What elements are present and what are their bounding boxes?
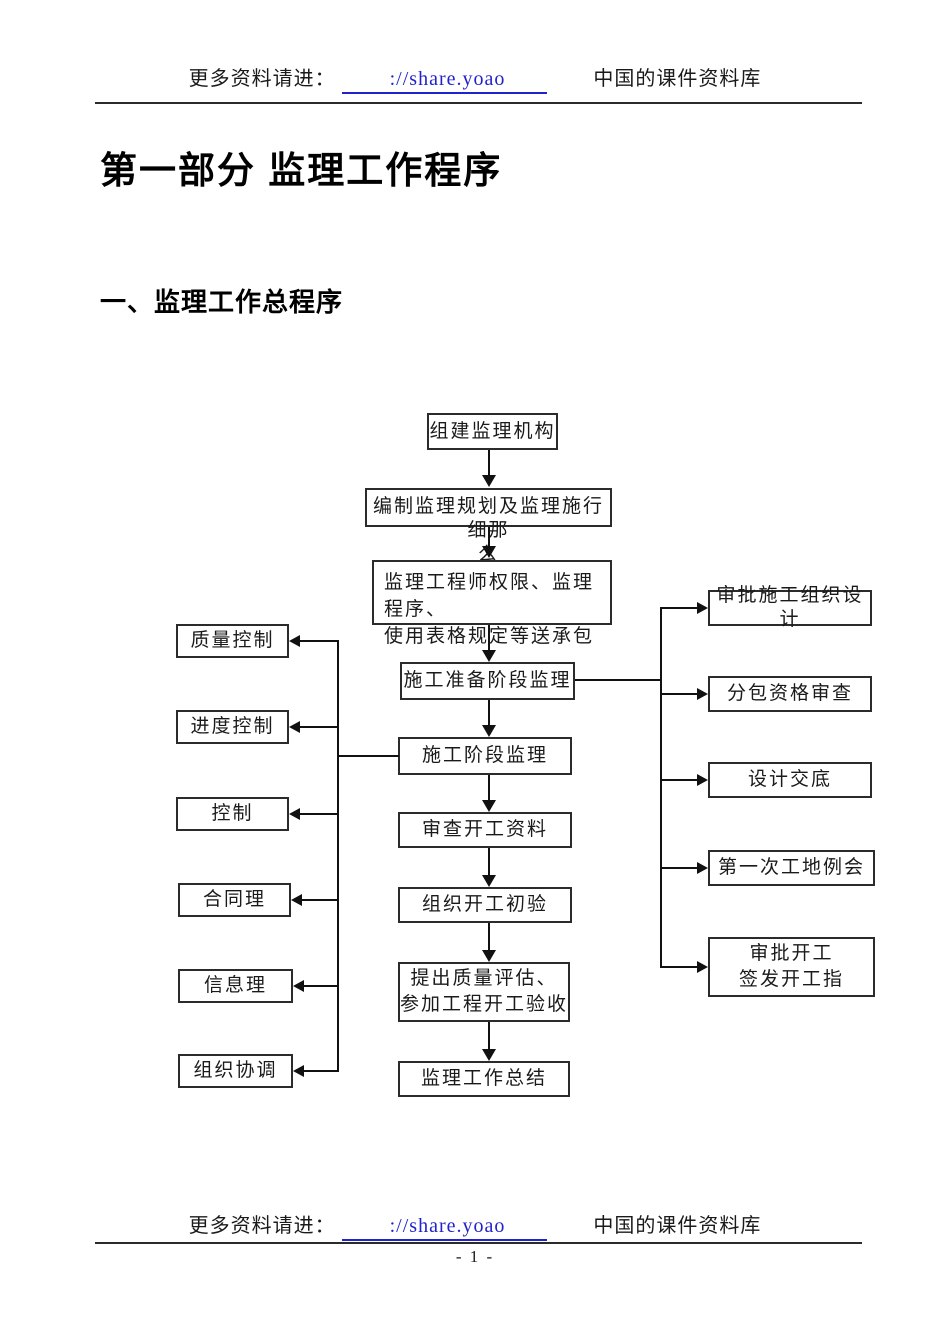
page-header: 更多资料请进： ://share.yoao 中国的课件资料库 <box>0 62 950 94</box>
arrow-down-stem <box>488 775 490 802</box>
arrow-down-stem <box>488 923 490 952</box>
arrow-right-stem <box>660 779 699 781</box>
arrow-down-stem <box>488 450 490 477</box>
flow-box-approve-start-issue-order: 审批开工 签发开工指 <box>708 937 875 997</box>
arrow-left-stem <box>298 726 338 728</box>
header-prefix-text: 更多资料请进： <box>188 68 336 90</box>
arrow-down-stem <box>488 527 490 548</box>
flow-box-label: 质量控制 <box>190 630 275 651</box>
flow-box-control: 控制 <box>176 797 289 831</box>
flow-box-first-site-meeting: 第一次工地例会 <box>708 850 875 886</box>
page-title: 第一部分 监理工作程序 <box>100 150 503 191</box>
arrow-down-icon <box>482 546 496 558</box>
arrow-down-icon <box>482 650 496 662</box>
section-heading: 一、监理工作总程序 <box>100 287 344 317</box>
arrow-left-stem <box>298 640 338 642</box>
flow-box-label: 提出质量评估、 参加工程开工验收 <box>400 968 569 1015</box>
left-branch-rail <box>337 640 339 1072</box>
arrow-right-icon <box>697 961 708 973</box>
arrow-left-icon <box>293 980 304 992</box>
flow-box-label: 审批开工 签发开工指 <box>738 943 844 990</box>
arrow-down-stem <box>488 1022 490 1051</box>
flow-box-label: 审批施工组织设计 <box>716 585 864 630</box>
arrow-left-icon <box>289 808 300 820</box>
footer-prefix-text: 更多资料请进： <box>188 1215 336 1237</box>
arrow-down-stem <box>488 625 490 652</box>
left-rail-connector <box>337 755 399 757</box>
flow-box-label: 分包资格审查 <box>726 683 853 704</box>
flow-box-contract-management: 合同理 <box>178 883 291 917</box>
flow-box-label: 组织协调 <box>193 1060 278 1081</box>
arrow-down-icon <box>482 950 496 962</box>
flow-box-subcontract-qualification-review: 分包资格审查 <box>708 676 872 712</box>
flow-box-label: 设计交底 <box>747 769 832 790</box>
arrow-left-icon <box>293 1065 304 1077</box>
flow-box-organization-coordination: 组织协调 <box>178 1054 293 1088</box>
arrow-down-stem <box>488 848 490 877</box>
flow-box-review-start-documents: 审查开工资料 <box>398 812 572 848</box>
page-number: - 1 - <box>455 1247 495 1266</box>
page-footer: 更多资料请进： ://share.yoao 中国的课件资料库 <box>0 1209 950 1241</box>
flow-box-information-management: 信息理 <box>178 969 293 1003</box>
right-rail-connector <box>575 679 661 681</box>
flow-box-label: 监理工作总结 <box>420 1068 547 1089</box>
flow-box-label: 进度控制 <box>190 716 275 737</box>
flow-box-preparation-stage-supervision: 施工准备阶段监理 <box>400 662 575 700</box>
header-rule <box>95 102 862 104</box>
arrow-down-icon <box>482 800 496 812</box>
flow-box-label: 组织开工初验 <box>421 894 548 915</box>
arrow-right-icon <box>697 688 708 700</box>
arrow-right-icon <box>697 774 708 786</box>
arrow-left-icon <box>289 635 300 647</box>
arrow-down-icon <box>482 725 496 737</box>
arrow-right-icon <box>697 602 708 614</box>
arrow-right-stem <box>660 966 699 968</box>
footer-share-link[interactable]: ://share.yoao <box>341 1215 548 1241</box>
flow-box-label: 施工阶段监理 <box>421 745 548 766</box>
flow-box-design-disclosure: 设计交底 <box>708 762 872 798</box>
arrow-down-stem <box>488 700 490 727</box>
flow-box-label: 施工准备阶段监理 <box>403 670 572 691</box>
flow-box-progress-control: 进度控制 <box>176 710 289 744</box>
flow-box-label: 控制 <box>211 803 254 824</box>
flow-box-establish-supervision-org: 组建监理机构 <box>427 413 558 450</box>
flow-box-construction-stage-supervision: 施工阶段监理 <box>398 737 572 775</box>
flow-box-prepare-plan-and-rules: 编制监理规划及监理施行细那 么 <box>365 488 612 565</box>
flow-box-organize-initial-inspection: 组织开工初验 <box>398 887 572 923</box>
flow-box-supervision-work-summary: 监理工作总结 <box>398 1061 570 1097</box>
arrow-left-stem <box>298 813 338 815</box>
arrow-down-icon <box>482 875 496 887</box>
flow-box-quality-evaluation-acceptance: 提出质量评估、 参加工程开工验收 <box>398 962 570 1022</box>
flow-box-approve-construction-org-design: 审批施工组织设计 <box>708 585 872 630</box>
arrow-right-icon <box>697 862 708 874</box>
flow-box-label: 审查开工资料 <box>421 819 548 840</box>
arrow-right-stem <box>660 607 699 609</box>
arrow-left-icon <box>289 721 300 733</box>
footer-suffix-text: 中国的课件资料库 <box>593 1215 762 1237</box>
flow-box-label: 监理工程师权限、监理程序、 使用表格规定等送承包 <box>384 572 595 647</box>
arrow-right-stem <box>660 693 699 695</box>
arrow-down-icon <box>482 1049 496 1061</box>
arrow-left-stem <box>300 899 338 901</box>
arrow-left-icon <box>291 894 302 906</box>
header-share-link[interactable]: ://share.yoao <box>341 68 548 94</box>
right-branch-rail <box>660 607 662 968</box>
flow-box-label: 合同理 <box>202 889 266 910</box>
header-suffix-text: 中国的课件资料库 <box>593 68 762 90</box>
flow-box-label: 组建监理机构 <box>429 420 556 442</box>
footer-rule <box>95 1242 862 1244</box>
arrow-left-stem <box>302 1070 338 1072</box>
flow-box-engineer-authority-procedures: 监理工程师权限、监理程序、 使用表格规定等送承包 <box>372 560 612 647</box>
flow-box-label: 信息理 <box>203 975 267 996</box>
flow-box-label: 第一次工地例会 <box>717 857 865 878</box>
arrow-left-stem <box>302 985 338 987</box>
arrow-down-icon <box>482 475 496 487</box>
flow-box-quality-control: 质量控制 <box>176 624 289 658</box>
arrow-right-stem <box>660 867 699 869</box>
